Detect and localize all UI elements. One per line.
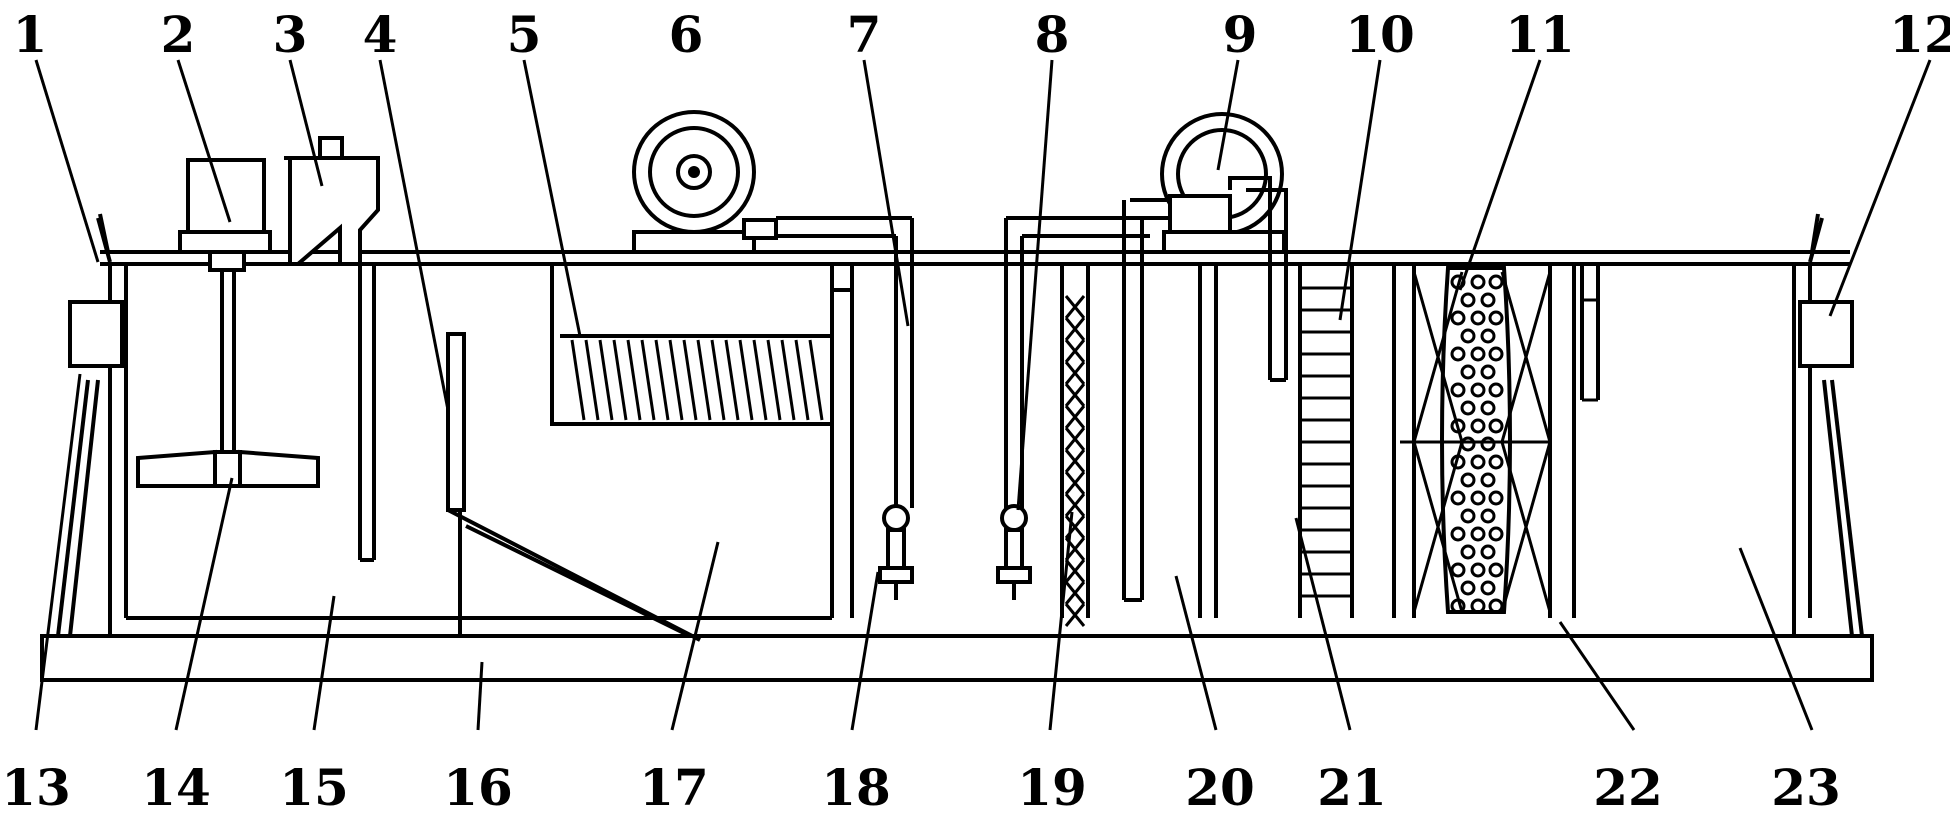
blower-9 [1122, 112, 1288, 602]
callout-1: 1 [13, 5, 48, 64]
callout-2: 2 [161, 5, 196, 64]
callout-8: 8 [1035, 5, 1070, 64]
callout-17: 17 [639, 758, 709, 817]
callout-15: 15 [279, 758, 349, 817]
outlet-tank-23 [1580, 264, 1600, 402]
callout-3: 3 [273, 5, 308, 64]
callout-12: 12 [1889, 5, 1950, 64]
callout-23: 23 [1771, 758, 1841, 817]
media-section-11 [1392, 264, 1576, 618]
callout-11: 11 [1505, 5, 1575, 64]
callout-20: 20 [1185, 758, 1255, 817]
stirring-paddle [136, 449, 320, 488]
callout-14: 14 [141, 758, 211, 817]
pipe-8 [996, 216, 1170, 600]
blower-6 [632, 110, 914, 508]
callout-19: 19 [1017, 758, 1087, 817]
callout-21: 21 [1317, 758, 1387, 817]
stirring-motor [178, 158, 272, 450]
callout-18: 18 [821, 758, 891, 817]
callout-4: 4 [363, 5, 398, 64]
valve-7 [878, 504, 914, 600]
callout-5: 5 [507, 5, 542, 64]
callout-13: 13 [1, 758, 71, 817]
callout-10: 10 [1345, 5, 1415, 64]
callout-7: 7 [847, 5, 882, 64]
leader-lines [34, 59, 1932, 731]
ladder-filter-10 [1298, 264, 1354, 618]
aeration-tank-20 [1198, 264, 1218, 618]
callout-16: 16 [443, 758, 513, 817]
dosing-hopper [284, 136, 380, 562]
callout-6: 6 [669, 5, 704, 64]
callout-9: 9 [1223, 5, 1258, 64]
right-support [1798, 213, 1864, 637]
left-support [56, 213, 124, 637]
callout-22: 22 [1593, 758, 1663, 817]
inclined-plate-settler [460, 264, 854, 620]
base-frame [40, 250, 1874, 682]
